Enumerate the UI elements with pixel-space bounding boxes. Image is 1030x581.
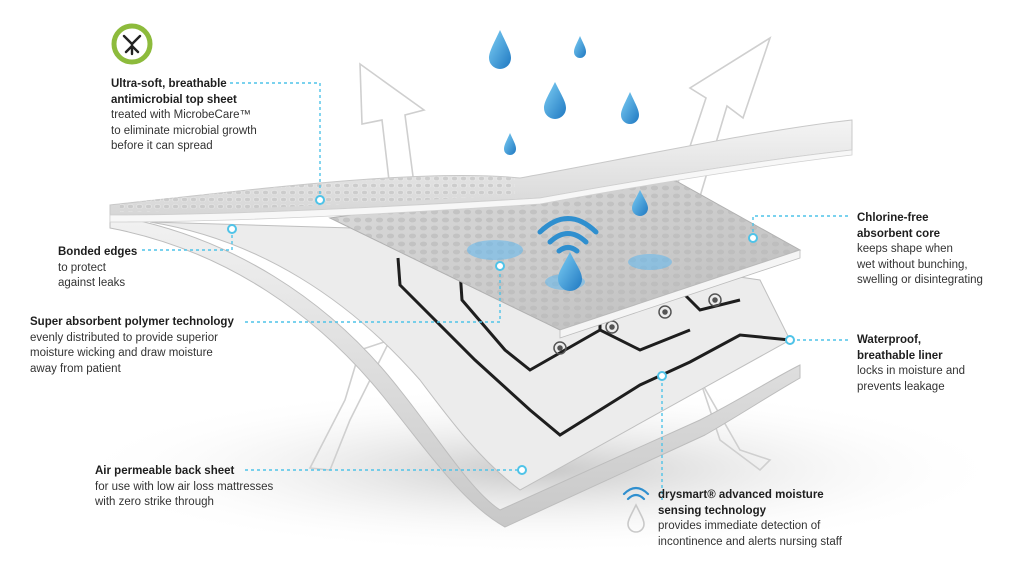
back-sheet-title: Air permeable back sheet — [95, 465, 235, 477]
absorbent-core-desc-3: swelling or disintegrating — [857, 274, 983, 286]
callout-back-sheet: Air permeable back sheet for use with lo… — [95, 464, 305, 511]
water-drop-icon — [489, 30, 648, 291]
absorbent-core-desc-2: wet without bunching, — [857, 258, 968, 271]
callout-drysmart: drysmart® advanced moisture sensing tech… — [658, 488, 888, 550]
bonded-edges-title: Bonded edges — [58, 246, 138, 258]
microbecare-logo-icon — [111, 23, 153, 65]
absorbent-core-desc-1: keeps shape when — [857, 243, 953, 255]
absorbent-core-title-1: Chlorine-free — [857, 212, 929, 224]
absorbent-core-title-2: absorbent core — [857, 227, 941, 240]
callout-top-sheet: Ultra-soft, breathable antimicrobial top… — [111, 77, 321, 155]
drysmart-icon — [622, 486, 650, 533]
waterproof-liner-desc-1: locks in moisture and — [857, 365, 966, 377]
drysmart-desc-1: provides immediate detection of — [658, 520, 821, 532]
top-sheet-desc-1: treated with MicrobeCare™ — [111, 109, 251, 121]
top-sheet-title-2: antimicrobial top sheet — [111, 93, 237, 106]
back-sheet-desc-2: with zero strike through — [95, 496, 214, 508]
top-sheet-desc-3: before it can spread — [111, 140, 213, 152]
top-sheet-title-1: Ultra-soft, breathable — [111, 78, 227, 90]
callout-bonded-edges: Bonded edges to protect against leaks — [58, 245, 218, 292]
leader-lines — [142, 82, 848, 500]
drysmart-desc-2: incontinence and alerts nursing staff — [658, 535, 842, 548]
drysmart-title-2: sensing technology — [658, 504, 766, 517]
super-absorbent-desc-3: away from patient — [30, 362, 121, 375]
top-sheet-desc-2: to eliminate microbial growth — [111, 124, 257, 137]
wifi-signal-icon — [537, 216, 599, 254]
callout-absorbent-core: Chlorine-free absorbent core keeps shape… — [857, 211, 1017, 289]
super-absorbent-desc-2: moisture wicking and draw moisture — [30, 347, 213, 359]
super-absorbent-desc-1: evenly distributed to provide superior — [30, 331, 218, 344]
waterproof-liner-title-2: breathable liner — [857, 349, 943, 362]
bonded-edges-desc-2: against leaks — [58, 277, 126, 289]
callout-waterproof-liner: Waterproof, breathable liner locks in mo… — [857, 333, 1017, 395]
leader-markers — [227, 195, 795, 475]
waterproof-liner-desc-2: prevents leakage — [857, 380, 945, 393]
callout-super-absorbent: Super absorbent polymer technology evenl… — [30, 315, 260, 377]
super-absorbent-title: Super absorbent polymer technology — [30, 316, 234, 328]
back-sheet-desc-1: for use with low air loss mattresses — [95, 480, 274, 493]
back-sheet-layer — [109, 214, 801, 528]
bonded-edges-desc-1: to protect — [58, 261, 106, 274]
waterproof-liner-title-1: Waterproof, — [857, 334, 922, 346]
drysmart-title-1: drysmart® advanced moisture — [658, 489, 824, 501]
